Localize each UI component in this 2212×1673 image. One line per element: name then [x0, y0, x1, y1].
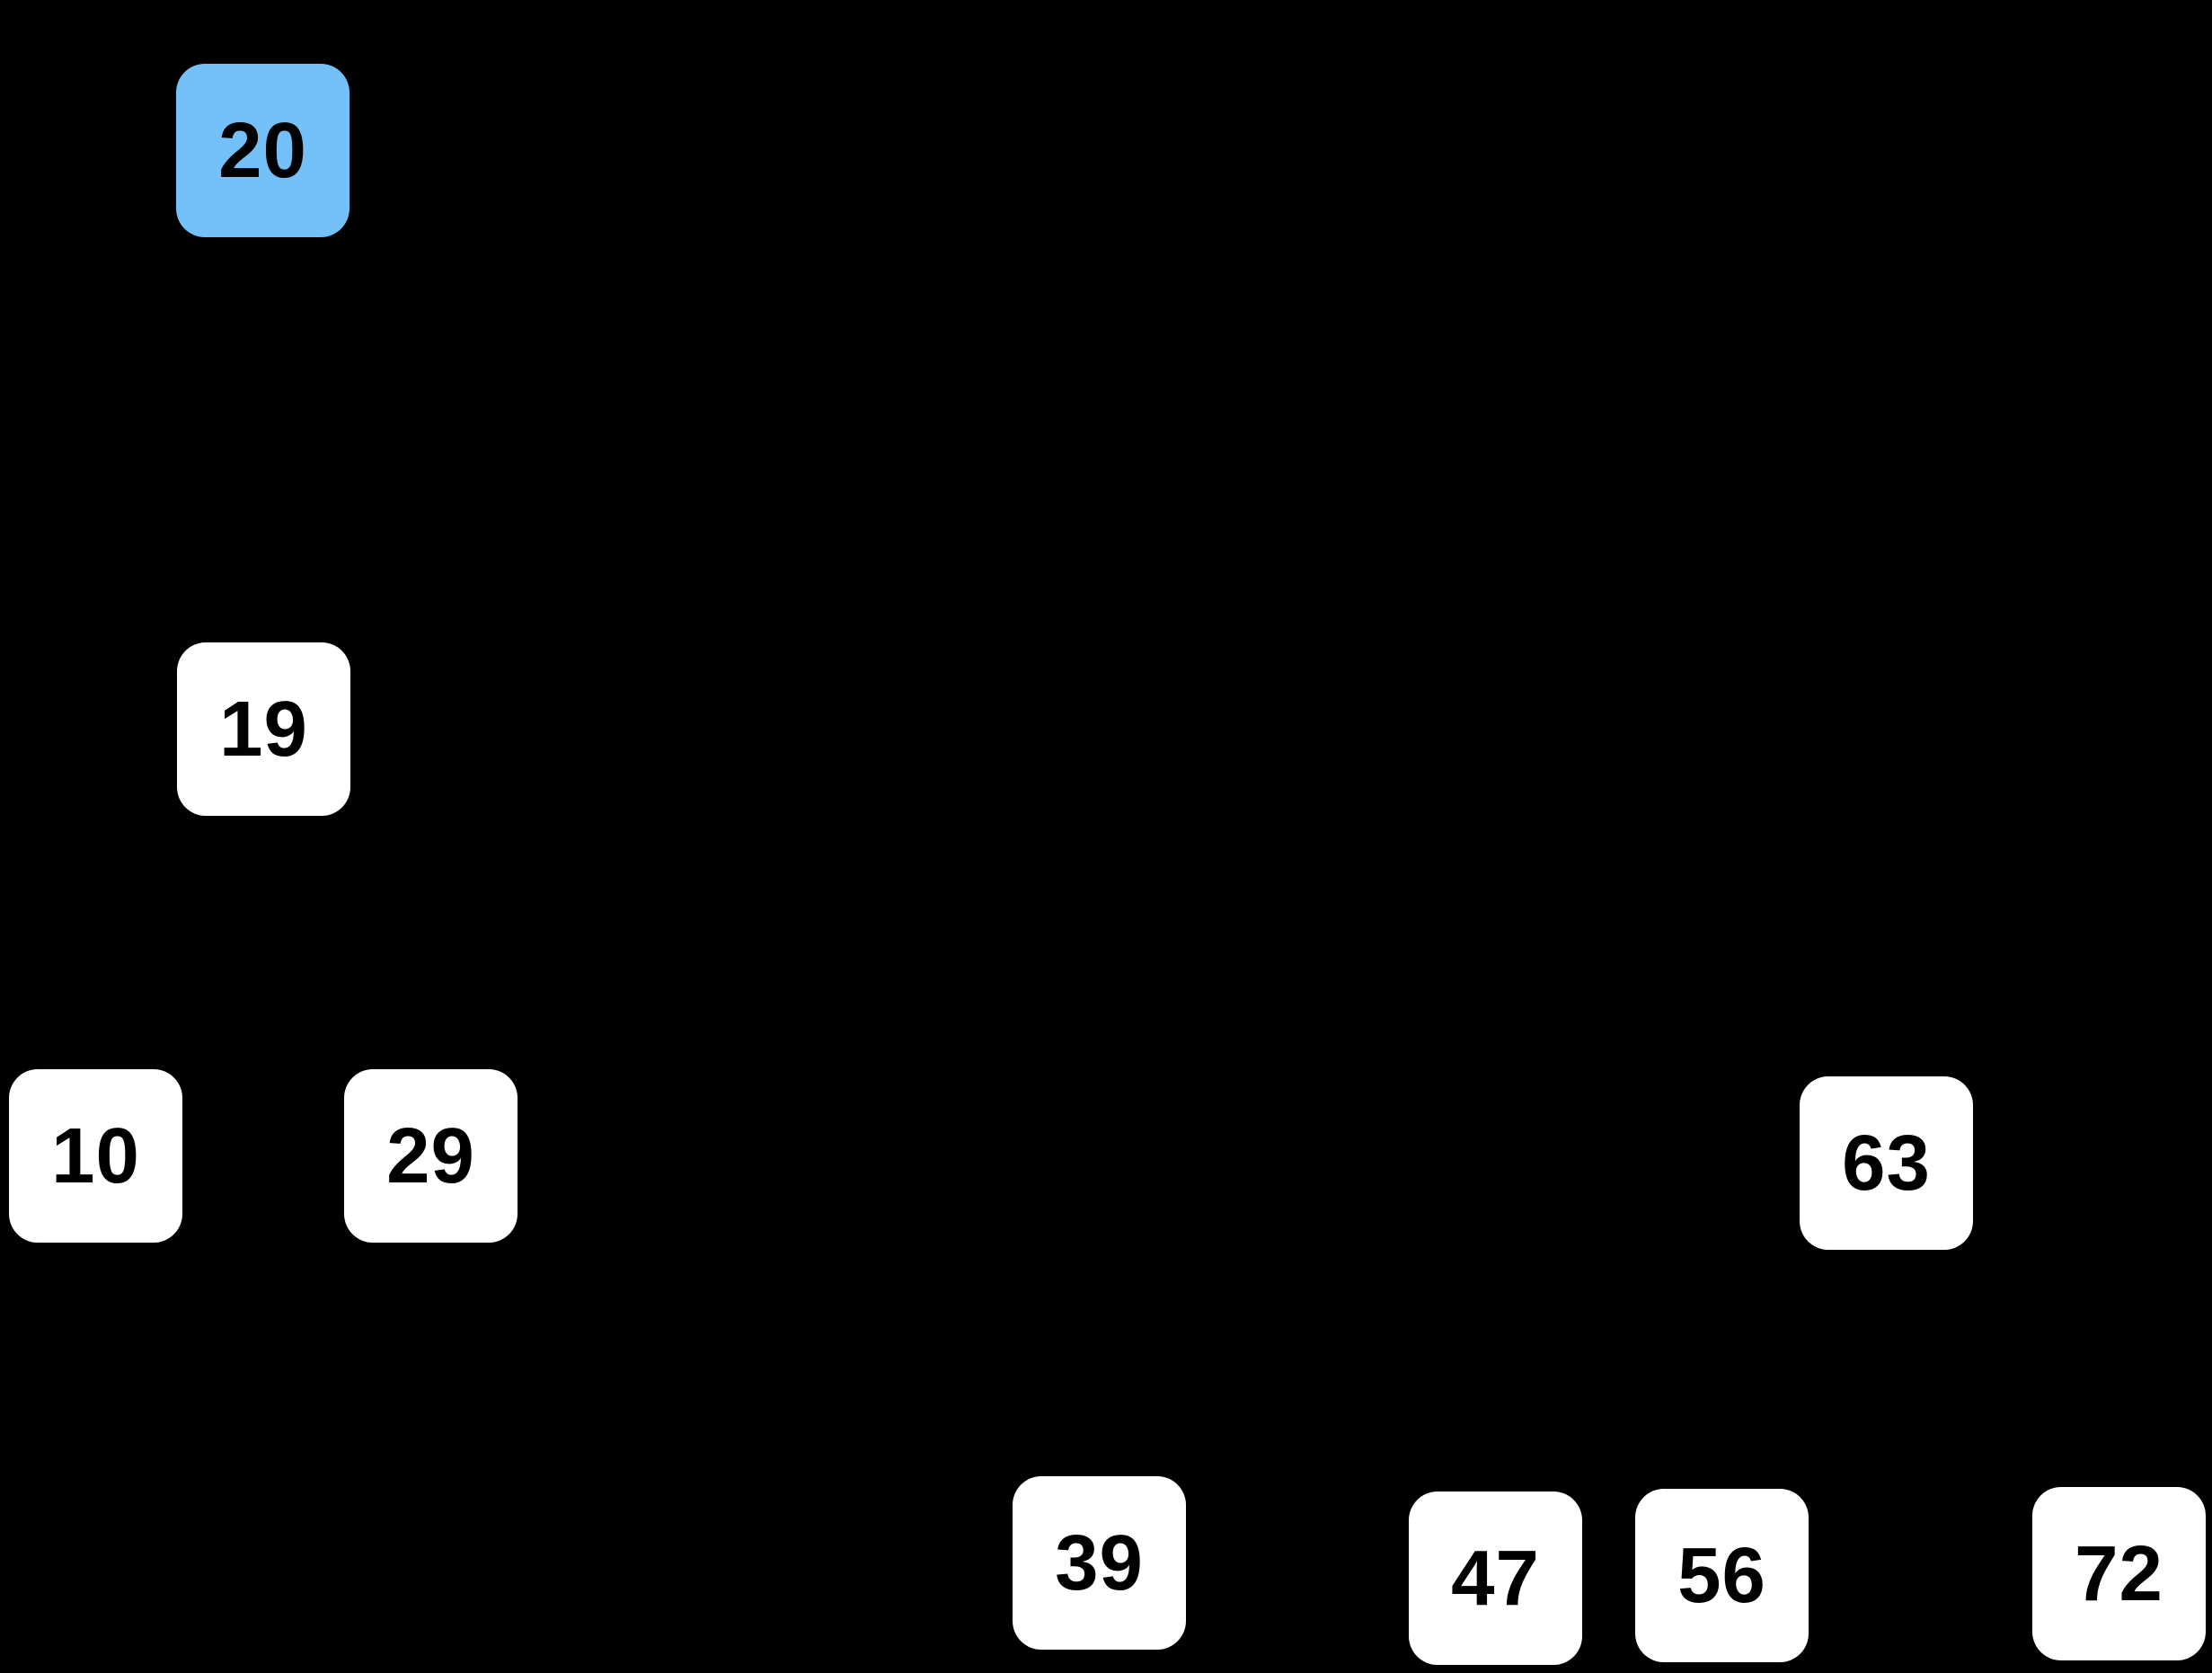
tree-node-value: 72 [2075, 1530, 2163, 1617]
tree-node-20-highlighted[interactable]: 20 [176, 64, 349, 237]
tree-node-value: 29 [386, 1112, 475, 1199]
tree-node-72[interactable]: 72 [2032, 1487, 2206, 1660]
tree-node-value: 39 [1055, 1519, 1144, 1607]
tree-node-19[interactable]: 19 [177, 642, 350, 816]
tree-node-value: 47 [1451, 1535, 1540, 1622]
tree-node-39[interactable]: 39 [1013, 1476, 1186, 1650]
tree-node-63[interactable]: 63 [1800, 1076, 1973, 1250]
tree-node-value: 20 [218, 107, 307, 194]
tree-node-10[interactable]: 10 [9, 1069, 182, 1243]
tree-node-value: 56 [1677, 1532, 1766, 1619]
tree-node-value: 10 [51, 1112, 140, 1199]
tree-node-value: 63 [1842, 1120, 1931, 1207]
tree-node-value: 19 [219, 686, 308, 773]
tree-node-47[interactable]: 47 [1409, 1492, 1582, 1665]
tree-node-56[interactable]: 56 [1635, 1489, 1809, 1662]
tree-node-29[interactable]: 29 [344, 1069, 518, 1243]
